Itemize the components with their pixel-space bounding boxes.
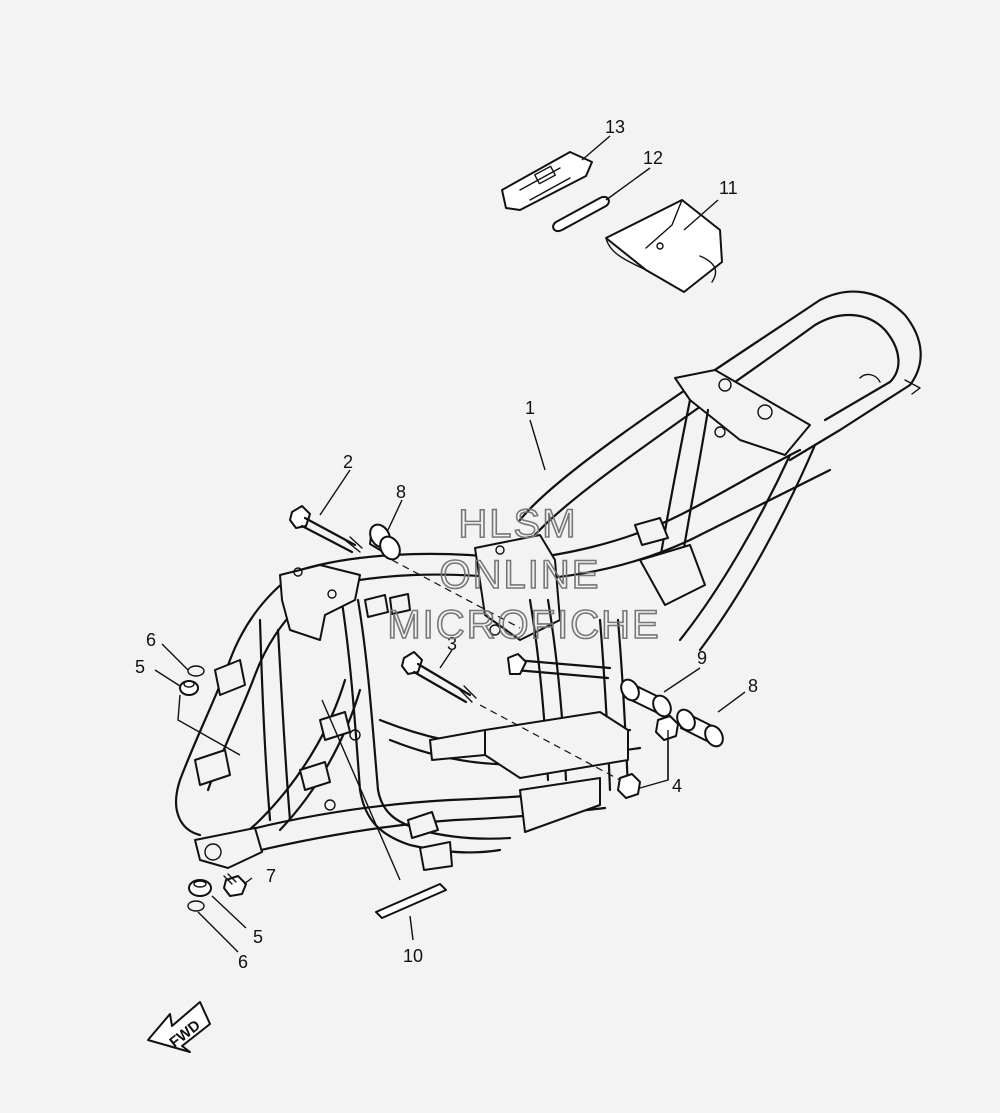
callout-5-upper: 5 [135,657,145,677]
collar-8-upper [369,523,401,561]
grommet-5-upper [179,680,199,696]
tool-13 [501,151,593,211]
watermark: HLSM ONLINE MICROFICHE [387,501,660,648]
callout-3: 3 [447,634,457,654]
plate-10 [375,883,447,919]
grommet-5-lower [188,879,212,897]
nut-4 [617,715,679,799]
bolt-3 [401,651,477,704]
tool-bag-11 [605,199,723,293]
o-ring-6-upper [187,665,205,677]
callout-2: 2 [343,452,353,472]
forward-arrow-icon: FWD [147,1001,211,1053]
callout-5-lower: 5 [253,927,263,947]
callout-7: 7 [266,866,276,886]
watermark-line-1: HLSM [458,502,577,546]
callout-4: 4 [672,776,682,796]
callouts: 1 2 3 4 5 5 6 6 7 8 8 9 10 11 12 13 [135,117,758,972]
watermark-line-3: MICROFICHE [387,603,660,647]
collar-9 [620,678,672,718]
callout-10: 10 [403,946,423,966]
leader-lines [154,135,746,953]
main-frame [175,290,922,871]
strap-12 [552,196,610,232]
callout-8-right: 8 [748,676,758,696]
bolt-7 [223,873,247,897]
callout-12: 12 [643,148,663,168]
callout-8-upper: 8 [396,482,406,502]
callout-9: 9 [697,648,707,668]
callout-1: 1 [525,398,535,418]
collar-8-right [676,708,724,748]
callout-6-upper: 6 [146,630,156,650]
callout-13: 13 [605,117,625,137]
watermark-line-2: ONLINE [440,553,601,597]
callout-6-lower: 6 [238,952,248,972]
o-ring-6-lower [187,900,205,912]
bolt-2 [289,505,363,554]
callout-11: 11 [719,178,738,198]
